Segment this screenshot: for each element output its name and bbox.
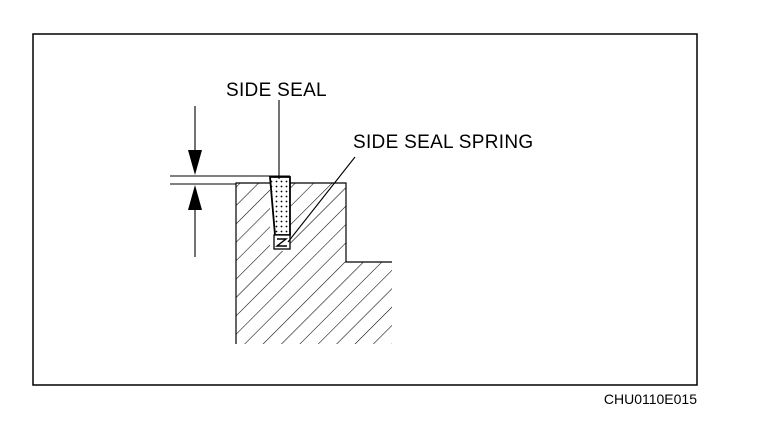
figure-code: CHU0110E015 xyxy=(604,391,697,407)
label-side-seal-spring: SIDE SEAL SPRING xyxy=(353,132,533,153)
leader-line-side-seal-spring xyxy=(287,156,356,243)
arrow-down-icon xyxy=(188,150,202,175)
label-side-seal: SIDE SEAL xyxy=(226,80,327,101)
figure-frame xyxy=(32,33,698,386)
side-seal-spring xyxy=(273,234,291,250)
arrow-up-icon xyxy=(188,185,202,210)
dimension-arrows xyxy=(188,106,202,257)
housing-section xyxy=(235,182,392,344)
